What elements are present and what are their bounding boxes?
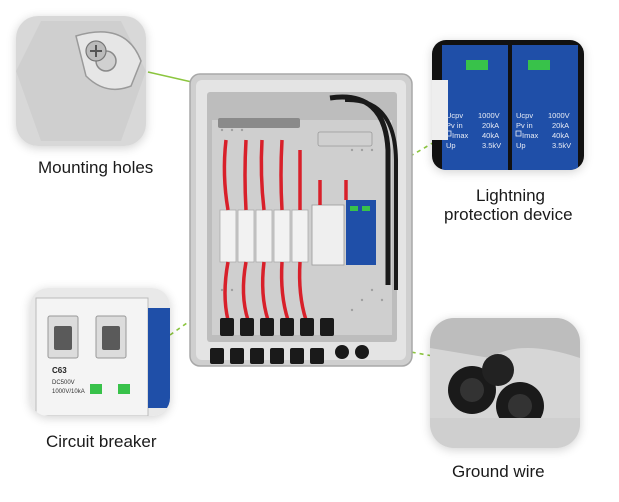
ground-wire-label: Ground wire <box>452 462 545 481</box>
spd-left-pvin-val: 20kA <box>482 121 499 130</box>
breaker-spec2: 1000V/10kA <box>52 389 85 395</box>
mounting-holes-label: Mounting holes <box>38 158 154 177</box>
spd-right-ucpv-val: 1000V <box>548 111 570 120</box>
spd-left-up: Up <box>446 141 456 150</box>
fuse-holders <box>219 209 309 263</box>
breaker-model: C63 <box>52 366 67 375</box>
lightning-protection-inset: Ucpv 1000V Pv in 20kA Imax 40kA Up 3.5kV… <box>432 40 584 170</box>
spd-right-imax-val: 40kA <box>552 131 569 140</box>
lightning-label-line1: Lightning <box>476 186 546 205</box>
mounting-holes-inset <box>16 16 146 146</box>
spd-right-up-val: 3.5kV <box>552 141 571 150</box>
spd-left-imax: Imax <box>452 131 469 140</box>
circuit-breaker-label: Circuit breaker <box>46 432 157 451</box>
spd-left-up-val: 3.5kV <box>482 141 501 150</box>
spd-left-imax-val: 40kA <box>482 131 499 140</box>
spd-right-ucpv: Ucpv <box>516 111 533 120</box>
spd-right-up: Up <box>516 141 526 150</box>
breaker-spec1: DC500V <box>52 380 75 386</box>
ground-wire-inset <box>430 318 580 448</box>
spd-right-pvin-val: 20kA <box>552 121 569 130</box>
cable-glands <box>210 318 369 364</box>
spd-left-ucpv-val: 1000V <box>478 111 500 120</box>
spd-right-pvin: Pv in <box>516 121 533 130</box>
spd-left-ucpv: Ucpv <box>446 111 463 120</box>
spd-right-imax: Imax <box>522 131 539 140</box>
circuit-breaker-inset: C63 DC500V 1000V/10kA <box>30 288 170 416</box>
lightning-label-line2: protection device <box>444 205 573 224</box>
spd-left-pvin: Pv in <box>446 121 463 130</box>
enclosure <box>189 73 413 367</box>
